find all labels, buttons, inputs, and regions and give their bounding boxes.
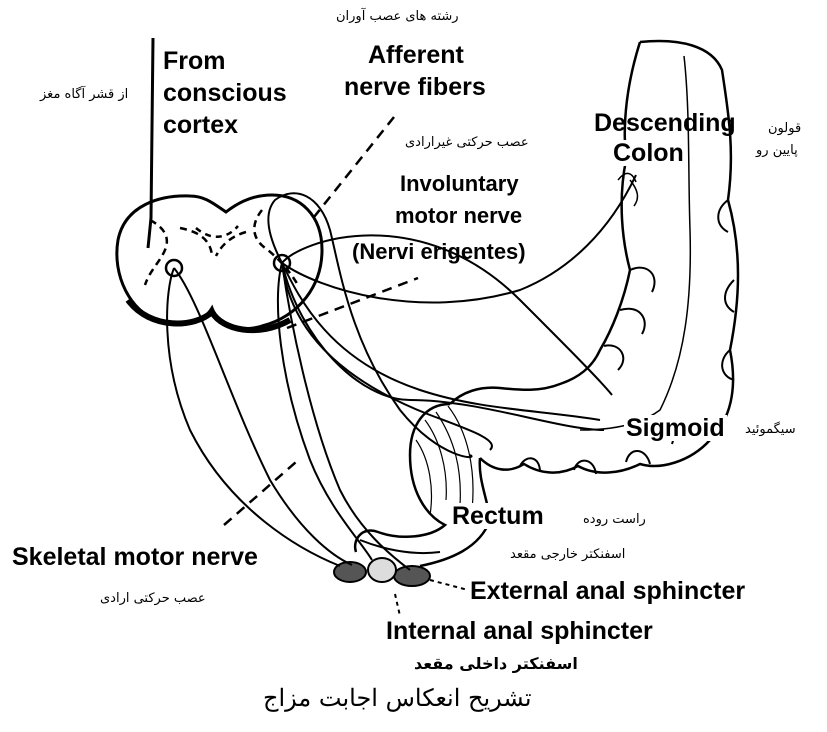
sigmoid-label: Sigmoid <box>624 415 727 441</box>
internal-sphincter <box>368 558 396 582</box>
cortex-label-line3: cortex <box>163 112 238 138</box>
anal-canal <box>360 540 440 553</box>
central-canal-line <box>196 226 238 237</box>
skeletal-motor-label-fa: عصب حرکتی ارادی <box>100 592 206 606</box>
involuntary-label-line1: Involuntary <box>400 172 519 195</box>
rectum-striations <box>416 406 473 515</box>
nerve-fibers <box>167 173 637 570</box>
cortex-label-line2: conscious <box>163 80 287 106</box>
spinal-cord-outline <box>117 195 322 329</box>
involuntary-label-line2: motor nerve <box>395 204 522 227</box>
involuntary-label-line3: (Nervi erigentes) <box>352 240 526 263</box>
dashed-dividers <box>224 117 418 525</box>
skeletal-fiber-3 <box>278 263 372 560</box>
descending-colon-label-line1: Descending <box>594 110 736 136</box>
figure-caption: تشریح انعکاس اجابت مزاج <box>263 686 532 711</box>
afferent-label-fa: رشته های عصب آوران <box>336 10 459 24</box>
internal-sphincter-label-fa: اسفنکتر داخلی مقعد <box>414 656 578 673</box>
involuntary-label-fa: عصب حرکتی غیرارادی <box>405 136 529 150</box>
rectum-label-fa: راست روده <box>583 513 646 527</box>
afferent-label-line2: nerve fibers <box>344 74 486 100</box>
rectum-label: Rectum <box>450 503 546 529</box>
cortex-label-line1: From <box>163 48 226 74</box>
skeletal-motor-label: Skeletal motor nerve <box>12 544 258 570</box>
external-sphincter-label: External anal sphincter <box>470 578 745 604</box>
descending-colon-label-fa-line2: پایین رو <box>756 144 798 158</box>
cortex-pathway <box>148 38 153 248</box>
external-sphincter-right <box>394 566 430 586</box>
sigmoid-label-fa: سیگموئید <box>745 423 796 437</box>
afferent-label-line1: Afferent <box>368 42 464 68</box>
afferent-fiber-1 <box>268 193 471 457</box>
descending-colon-label-line2: Colon <box>611 140 686 166</box>
descending-colon-label-fa-line1: قولون <box>768 122 801 136</box>
internal-sphincter-label: Internal anal sphincter <box>386 618 653 644</box>
external-sphincter-label-fa: اسفنکتر خارجی مقعد <box>510 548 625 562</box>
rectum-body <box>355 404 490 566</box>
spinal-cord-section <box>117 195 322 330</box>
cortex-label-fa: از قشر آگاه مغز <box>40 88 128 102</box>
